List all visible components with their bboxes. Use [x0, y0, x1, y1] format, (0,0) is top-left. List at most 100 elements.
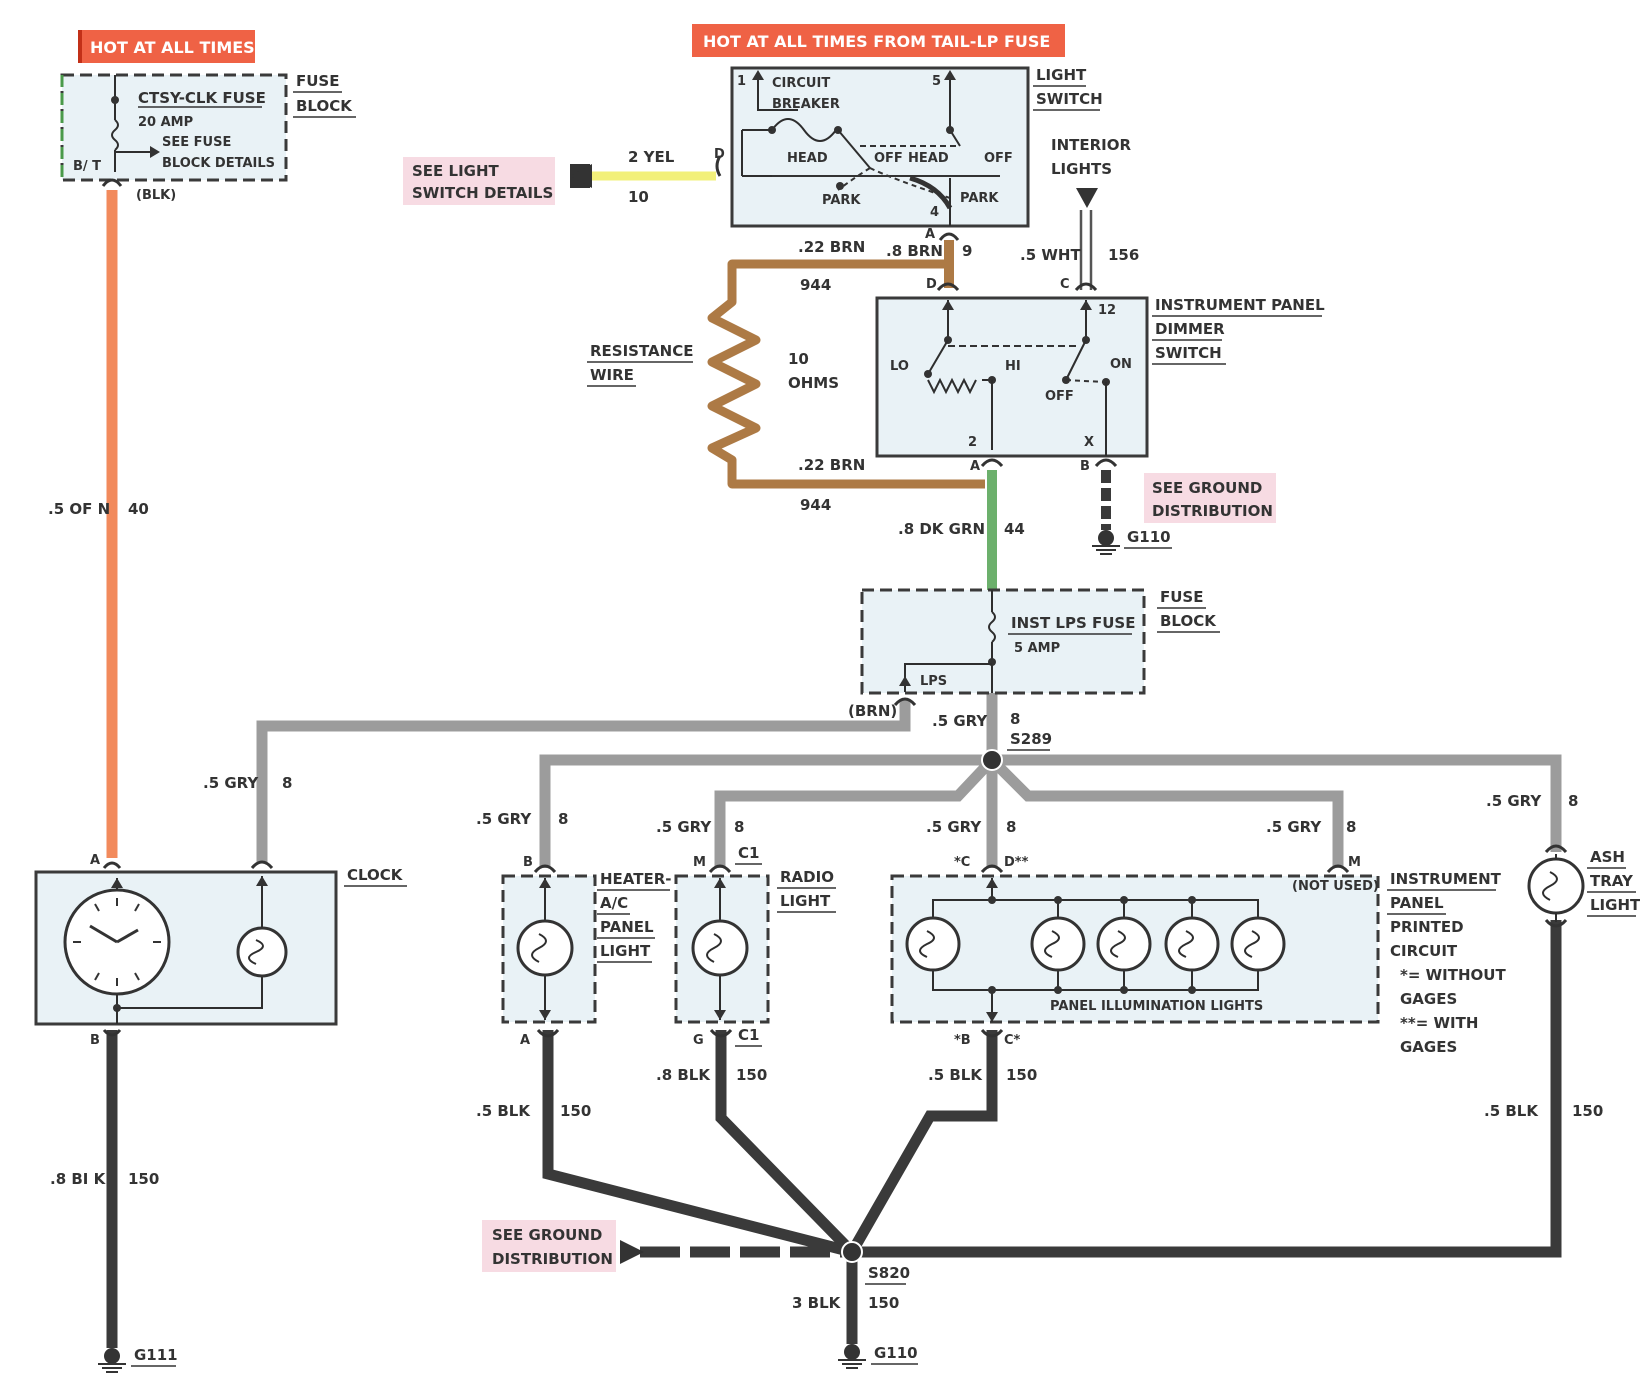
fuse-brn-conn: (BRN)	[848, 702, 897, 720]
fuse-connector-label: (BLK)	[136, 188, 176, 203]
wht-wire-circuit: 156	[1108, 246, 1139, 264]
ash-ground-gauge: .5 BLK	[1484, 1102, 1539, 1120]
hot-banner-top-text: HOT AT ALL TIMES FROM TAIL-LP FUSE	[703, 32, 1050, 51]
clock: A B CLOCK .5 GRY 8	[34, 774, 407, 1048]
fuse-note-2: BLOCK DETAILS	[162, 156, 275, 171]
ground-g110-top: G110	[1127, 528, 1171, 546]
ip-gray-gauge-2: .5 GRY	[1266, 818, 1322, 836]
resistance-wire-label-1: RESISTANCE	[590, 342, 693, 360]
ash-tray-light: ASH TRAY LIGHT .5 GRY 8 .5 BLK 150	[1484, 792, 1640, 1120]
dimmer-on: ON	[1110, 357, 1132, 372]
fuse-note-1: SEE FUSE	[162, 135, 231, 150]
hot-banner-top: HOT AT ALL TIMES FROM TAIL-LP FUSE	[692, 24, 1065, 57]
splice-s820: S820	[868, 1264, 910, 1282]
ip-gray-gauge-1: .5 GRY	[926, 818, 982, 836]
see-light-1: SEE LIGHT	[412, 162, 500, 180]
ls-cb-2: BREAKER	[772, 97, 840, 112]
dimmer-switch: LO HI ON OFF D C 12 2 X A B INSTRUMENT P…	[875, 277, 1325, 474]
ls-pin-a: A	[925, 227, 935, 242]
radio-pin-m: M	[693, 855, 706, 870]
heater-gray-circuit: 8	[558, 810, 568, 828]
heater-name-2: A/C	[600, 894, 628, 912]
ip-pin-c: *C	[954, 855, 970, 870]
ls-pin-4: 4	[930, 205, 939, 220]
ash-name-1: ASH	[1590, 848, 1625, 866]
ip-pin-m: M	[1348, 855, 1361, 870]
dimmer-pin-2: 2	[968, 435, 977, 450]
panel-bulb-icon-4	[1164, 916, 1220, 972]
see-ground-bot-1: SEE GROUND	[492, 1226, 602, 1244]
wht-wire-gauge: .5 WHT	[1020, 246, 1081, 264]
dimmer-pin-12: 12	[1098, 303, 1116, 318]
fuse-block-top-name-2: BLOCK	[296, 97, 353, 115]
ls-pin-d: D	[714, 147, 725, 162]
radio-ground-gauge: .8 BLK	[656, 1066, 711, 1084]
inst-lps-fuse-label: INST LPS FUSE	[1011, 614, 1135, 632]
ctsy-clk-fuse-label: CTSY-CLK FUSE	[138, 89, 266, 107]
radio-c1-top: C1	[738, 844, 759, 862]
grn-wire-gauge: .8 DK GRN	[898, 520, 985, 538]
dimmer-pin-d: D	[926, 277, 937, 292]
resistance-wire-labels: .22 BRN 944 .22 BRN 944 RESISTANCE WIRE …	[587, 238, 865, 514]
dimmer-off: OFF	[1045, 389, 1074, 404]
res-circuit-bot: 944	[800, 496, 831, 514]
ls-park-2: PARK	[960, 191, 999, 206]
see-light-2: SWITCH DETAILS	[412, 184, 553, 202]
gray-heater-wire	[539, 754, 992, 868]
clock-bulb-icon	[236, 926, 288, 978]
resistance-wire-label-2: WIRE	[590, 366, 634, 384]
interior-lights: INTERIOR LIGHTS .5 WHT 156	[1020, 136, 1139, 264]
see-ground-arrow-icon	[620, 1240, 644, 1264]
gray-main-circuit: 8	[1010, 710, 1020, 728]
radio-name-1: RADIO	[780, 868, 834, 886]
heater-bulb-icon	[516, 919, 574, 977]
light-switch-name-2: SWITCH	[1036, 90, 1103, 108]
ls-pin-5: 5	[932, 74, 941, 89]
splice-s289-dot	[981, 749, 1003, 771]
inst-lps-fuse-amp: 5 AMP	[1014, 641, 1060, 656]
heater-pin-b: B	[523, 855, 533, 870]
ip-not-used: (NOT USED)	[1292, 879, 1379, 894]
heater-name-1: HEATER-	[600, 870, 672, 888]
ground-g110-bottom-symbol	[838, 1344, 866, 1369]
clock-ground-gauge: .8 BI K	[50, 1170, 107, 1188]
dimmer-name-3: SWITCH	[1155, 344, 1222, 362]
dimmer-pin-c: C	[1060, 277, 1070, 292]
panel-bulb-icon-1	[905, 916, 961, 972]
ip-note-2: GAGES	[1400, 990, 1457, 1008]
ash-name-3: LIGHT	[1590, 896, 1640, 914]
see-light-switch-details: SEE LIGHT SWITCH DETAILS 2 YEL 10	[403, 148, 675, 206]
ls-head-1: HEAD	[787, 151, 828, 166]
clock-gray-gauge: .5 GRY	[203, 774, 259, 792]
ash-name-2: TRAY	[1590, 872, 1634, 890]
radio-bulb-icon	[691, 919, 749, 977]
radio-name-2: LIGHT	[780, 892, 831, 910]
clock-ground-circuit: 150	[128, 1170, 159, 1188]
see-ground-bot-2: DISTRIBUTION	[492, 1250, 613, 1268]
ip-ground-circuit: 150	[1006, 1066, 1037, 1084]
see-ground-top-1: SEE GROUND	[1152, 479, 1262, 497]
ip-pin-d: D**	[1004, 855, 1029, 870]
ip-pin-c2: C*	[1004, 1033, 1021, 1048]
heater-pin-a: A	[520, 1033, 530, 1048]
hot-banner-left: HOT AT ALL TIMES	[78, 30, 255, 63]
fuse-block-top: CTSY-CLK FUSE 20 AMP SEE FUSE BLOCK DETA…	[60, 72, 356, 203]
brn-wire-gauge: .8 BRN	[886, 242, 943, 260]
light-switch: 1 5 4 D A CIRCUIT BREAKER HEAD OFF HEAD …	[714, 66, 1103, 242]
interior-lights-2: LIGHTS	[1051, 160, 1112, 178]
ls-off-2: OFF	[984, 151, 1013, 166]
see-ground-top: SEE GROUND DISTRIBUTION G110	[1092, 473, 1276, 555]
gray-ash-wire	[992, 754, 1562, 852]
dimmer-pin-x: X	[1084, 435, 1094, 450]
dimmer-pin-b: B	[1080, 459, 1090, 474]
clock-pin-a: A	[90, 853, 100, 868]
ls-head-2: HEAD	[908, 151, 949, 166]
clock-pin-b: B	[90, 1033, 100, 1048]
ip-note-1: *= WITHOUT	[1400, 966, 1506, 984]
fuse-terminal-label: B/ T	[73, 159, 101, 174]
see-ground-top-2: DISTRIBUTION	[1152, 502, 1273, 520]
radio-pin-g: G	[693, 1033, 704, 1048]
fuse-block-mid-name-2: BLOCK	[1160, 612, 1217, 630]
dimmer-name-1: INSTRUMENT PANEL	[1155, 296, 1325, 314]
